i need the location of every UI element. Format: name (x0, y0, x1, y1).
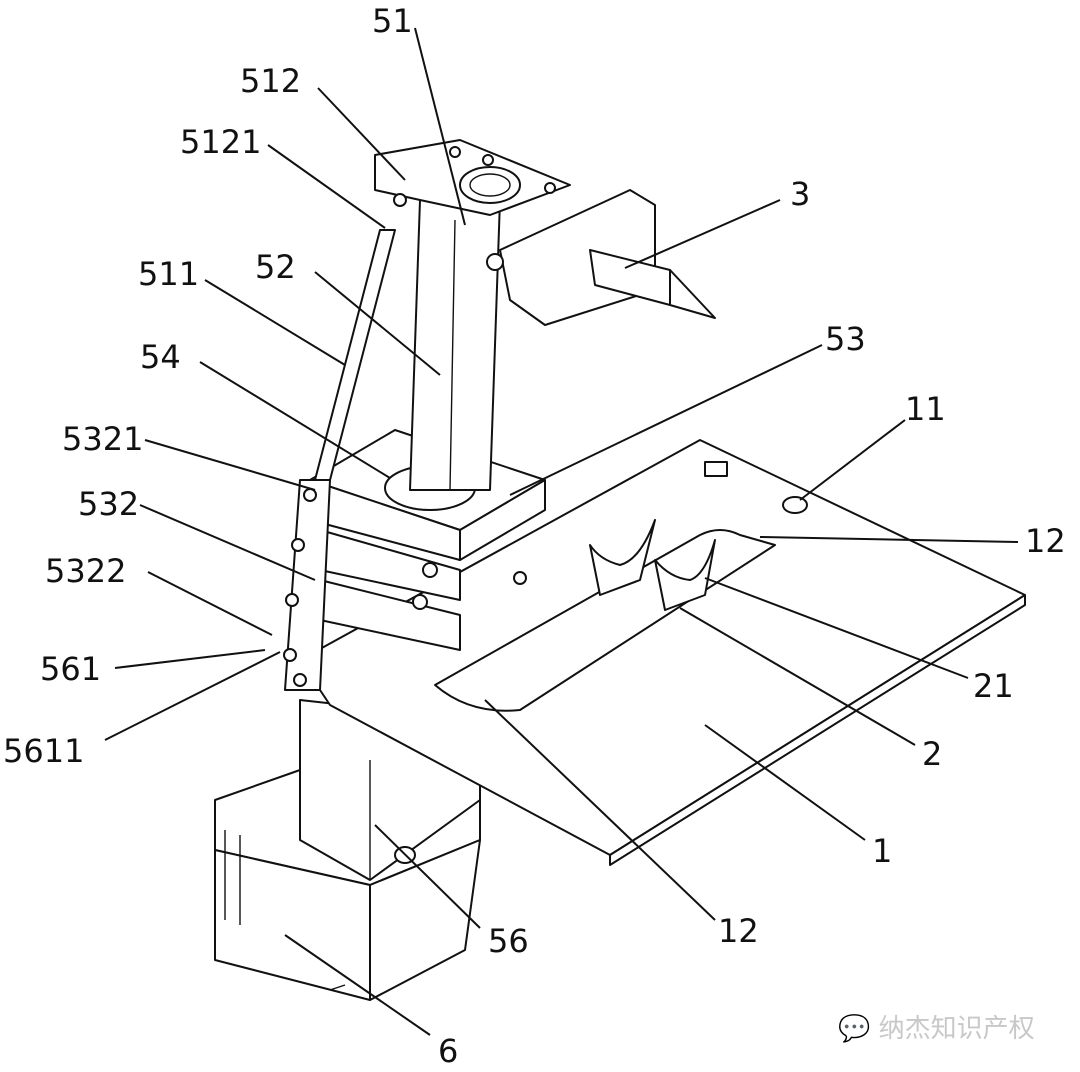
fork-2 (589, 519, 716, 611)
head-51 (374, 139, 571, 216)
label-56: 56 (488, 922, 529, 960)
base-plate-1 (299, 439, 1026, 866)
watermark: 💬 纳杰知识产权 (838, 1014, 1035, 1044)
link-511 (283, 229, 396, 691)
label-52: 52 (255, 248, 296, 286)
label-512: 512 (240, 62, 301, 100)
column-52 (409, 199, 501, 491)
leader-lines (104, 27, 1019, 1036)
label-51: 51 (372, 2, 413, 40)
label-5321: 5321 (62, 420, 143, 458)
label-3: 3 (790, 175, 810, 213)
label-21: 21 (973, 667, 1014, 705)
label-532: 532 (78, 485, 139, 523)
label-5121: 5121 (180, 123, 261, 161)
label-5611: 5611 (3, 732, 84, 770)
tool-3 (486, 189, 716, 326)
label-53: 53 (825, 320, 866, 358)
label-12-bottom: 12 (718, 912, 759, 950)
label-54: 54 (140, 338, 181, 376)
label-6: 6 (438, 1032, 458, 1070)
label-11: 11 (905, 390, 946, 428)
label-12-right: 12 (1025, 522, 1066, 560)
label-1: 1 (872, 832, 892, 870)
label-5322: 5322 (45, 552, 126, 590)
wechat-icon: 💬 (838, 1014, 871, 1044)
label-561: 561 (40, 650, 101, 688)
label-2: 2 (922, 735, 942, 773)
label-511: 511 (138, 255, 199, 293)
